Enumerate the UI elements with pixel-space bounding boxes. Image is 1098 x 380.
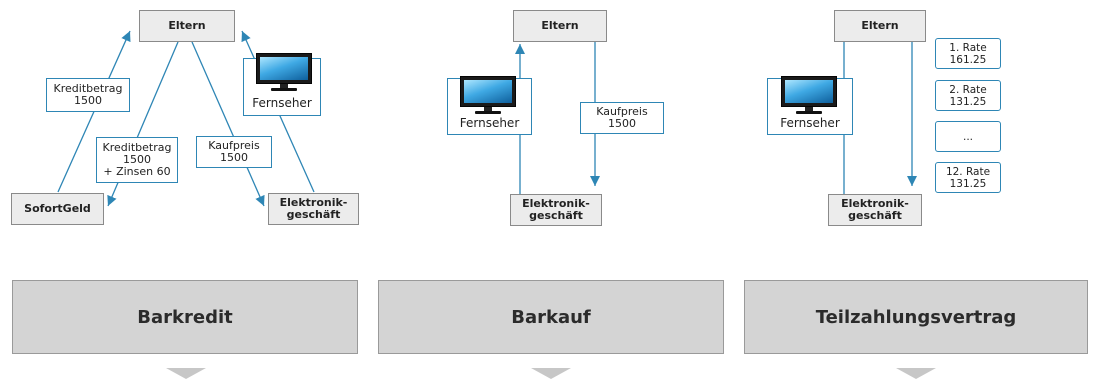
elektronik-label-line2: geschäft xyxy=(286,208,341,221)
panel-title: Barkauf xyxy=(511,306,591,328)
elektronik-label-line2: geschäft xyxy=(529,209,583,222)
kaufpreis-text: Kaufpreis xyxy=(208,139,260,152)
rate-value: 131.25 xyxy=(949,177,987,190)
rate-box: 12. Rate 131.25 xyxy=(935,162,1001,193)
kreditbetrag-text: Kreditbetrag xyxy=(53,82,123,95)
panel-teilzahlungsvertrag: Teilzahlungsvertrag xyxy=(744,280,1088,354)
barkredit-kreditbetrag-zinsen-label: Kreditbetrag 1500 + Zinsen 60 xyxy=(96,137,178,183)
elektronik-label-line1: Elektronik- xyxy=(279,196,348,209)
eltern-label: Eltern xyxy=(168,19,206,32)
barkredit-kaufpreis-label: Kaufpreis 1500 xyxy=(196,136,272,168)
barkauf-kaufpreis-label: Kaufpreis 1500 xyxy=(580,102,664,134)
television-icon xyxy=(460,76,516,114)
sofortgeld-label: SofortGeld xyxy=(24,202,91,215)
chevron-down-icon xyxy=(896,368,936,379)
fernseher-label: Fernseher xyxy=(780,115,840,130)
eltern-label: Eltern xyxy=(541,19,579,32)
rate-label: 12. Rate xyxy=(945,165,991,178)
kaufpreis-value: 1500 xyxy=(220,151,248,164)
barkredit-eltern-node: Eltern xyxy=(139,10,235,42)
teilzahlung-elektronikgeschaeft-node: Elektronik- geschäft xyxy=(828,194,922,226)
kreditbetrag-value: 1500 xyxy=(74,94,102,107)
zinsen-text: + Zinsen 60 xyxy=(103,165,171,178)
rate-ellipsis-box: ... xyxy=(935,121,1001,152)
kreditbetrag-text: Kreditbetrag xyxy=(102,141,172,154)
panel-barkauf: Barkauf xyxy=(378,280,724,354)
rate-label: 2. Rate xyxy=(949,83,987,96)
kaufpreis-value: 1500 xyxy=(608,117,636,130)
rate-value: 161.25 xyxy=(949,53,987,66)
chevron-down-icon xyxy=(531,368,571,379)
panel-title: Barkredit xyxy=(137,306,233,328)
elektronik-label-line1: Elektronik- xyxy=(522,197,590,210)
teilzahlung-eltern-node: Eltern xyxy=(834,10,926,42)
barkredit-kreditbetrag-label: Kreditbetrag 1500 xyxy=(46,78,130,112)
arrow-eltern-to-elektronikgeschaeft xyxy=(191,41,265,207)
rate-label: 1. Rate xyxy=(949,41,987,54)
panel-barkredit: Barkredit xyxy=(12,280,358,354)
kaufpreis-text: Kaufpreis xyxy=(596,105,648,118)
kreditbetrag-value: 1500 xyxy=(123,153,151,166)
television-icon xyxy=(256,53,312,91)
television-icon xyxy=(781,76,837,114)
rate-box: 1. Rate 161.25 xyxy=(935,38,1001,69)
panel-title: Teilzahlungsvertrag xyxy=(815,306,1017,328)
elektronik-label-line1: Elektronik- xyxy=(841,197,909,210)
fernseher-label: Fernseher xyxy=(459,115,520,130)
rate-value: 131.25 xyxy=(949,95,987,108)
rate-box: 2. Rate 131.25 xyxy=(935,80,1001,111)
barkauf-eltern-node: Eltern xyxy=(513,10,607,42)
barkredit-elektronikgeschaeft-node: Elektronik- geschäft xyxy=(268,193,359,225)
barkredit-sofortgeld-node: SofortGeld xyxy=(11,193,104,225)
chevron-down-icon xyxy=(166,368,206,379)
elektronik-label-line2: geschäft xyxy=(848,209,902,222)
barkauf-elektronikgeschaeft-node: Elektronik- geschäft xyxy=(510,194,602,226)
eltern-label: Eltern xyxy=(861,19,899,32)
rate-label: ... xyxy=(962,130,973,143)
fernseher-label: Fernseher xyxy=(252,96,312,110)
